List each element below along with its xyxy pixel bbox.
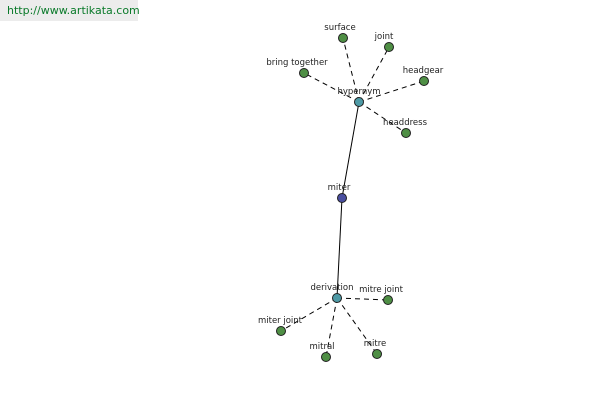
- node-mitral[interactable]: [321, 352, 331, 362]
- edge-hypernym-surface: [342, 37, 360, 103]
- node-label-bring-together: bring together: [266, 58, 328, 68]
- node-mitre-joint[interactable]: [383, 295, 393, 305]
- node-bring-together[interactable]: [299, 68, 309, 78]
- node-mitre[interactable]: [372, 349, 382, 359]
- edge-layer: [280, 37, 425, 358]
- node-joint[interactable]: [384, 42, 394, 52]
- label-layer: miter hypernym derivation surface joint bring…: [258, 23, 444, 352]
- node-headgear[interactable]: [419, 76, 429, 86]
- edge-hypernym-joint: [358, 46, 390, 103]
- edge-derivation-miter_joint: [280, 297, 338, 332]
- node-hypernym[interactable]: [354, 97, 364, 107]
- edge-derivation-mitre_joint: [336, 297, 389, 301]
- node-label-miter-joint: miter joint: [258, 316, 303, 326]
- edge-miter-derivation: [336, 197, 343, 299]
- watermark-url[interactable]: http://www.artikata.com: [0, 0, 140, 21]
- node-label-miter: miter: [328, 183, 351, 193]
- node-miter-joint[interactable]: [276, 326, 286, 336]
- edge-hypernym-bring_together: [303, 72, 360, 103]
- node-label-headdress: headdress: [383, 118, 428, 128]
- edge-miter-hypernym: [341, 101, 360, 199]
- node-miter[interactable]: [337, 193, 347, 203]
- node-label-mitral: mitral: [309, 342, 334, 352]
- edge-derivation-mitre: [336, 297, 378, 355]
- node-label-hypernym: hypernym: [337, 87, 380, 97]
- edge-derivation-mitral: [325, 297, 338, 358]
- node-label-surface: surface: [324, 23, 355, 33]
- node-label-mitre-joint: mitre joint: [359, 285, 404, 295]
- edge-hypernym-headdress: [358, 101, 407, 134]
- node-label-mitre: mitre: [364, 339, 387, 349]
- node-derivation[interactable]: [332, 293, 342, 303]
- node-label-headgear: headgear: [403, 66, 444, 76]
- node-headdress[interactable]: [401, 128, 411, 138]
- edge-hypernym-headgear: [358, 80, 425, 103]
- node-label-joint: joint: [374, 32, 394, 42]
- node-layer: [276, 33, 429, 362]
- node-surface[interactable]: [338, 33, 348, 43]
- node-label-derivation: derivation: [310, 283, 353, 293]
